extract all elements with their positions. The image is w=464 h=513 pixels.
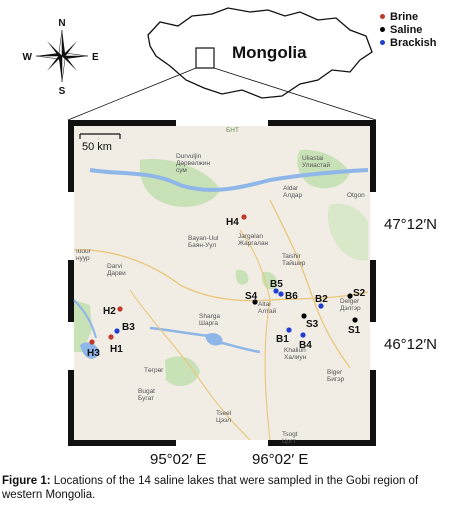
- site-b3-marker: [114, 328, 120, 334]
- site-s3-marker: [301, 313, 307, 319]
- legend-brackish: Brackish: [380, 36, 436, 49]
- compass-n: N: [58, 18, 65, 29]
- legend: Brine Saline Brackish: [380, 10, 436, 49]
- place-label-bnt: БНТ: [226, 127, 239, 134]
- legend-brine: Brine: [380, 10, 436, 23]
- site-b6-label: B6: [285, 291, 298, 302]
- lon-label-right: 96°02′ E: [252, 451, 309, 468]
- site-h2-marker: [117, 306, 123, 312]
- site-markers: H4 S4 B5 B6 B2 S2 S3 S1 B1 B4 H2 B3 H1 H…: [87, 214, 366, 359]
- caption-label: Figure 1:: [2, 475, 51, 487]
- legend-brackish-label: Brackish: [390, 36, 437, 49]
- caption-text: Locations of the 14 saline lakes that we…: [2, 475, 419, 501]
- site-s4-marker: [252, 299, 258, 305]
- legend-saline-dot: [380, 27, 385, 32]
- lat-label-bottom: 46°12′N: [384, 336, 438, 353]
- site-b1-marker: [286, 327, 292, 333]
- site-s4-label: S4: [245, 291, 258, 302]
- compass-w: W: [23, 52, 33, 63]
- scale-bar: 50 km: [79, 133, 121, 153]
- site-h2-label: H2: [103, 306, 116, 317]
- site-h1-marker: [108, 334, 114, 340]
- compass-e: E: [92, 52, 99, 63]
- site-b4-marker: [300, 332, 306, 338]
- site-h4-marker: [241, 214, 247, 220]
- figure-caption: Figure 1: Locations of the 14 saline lak…: [2, 474, 460, 502]
- site-b2-marker: [318, 303, 324, 309]
- site-b5-marker: [273, 288, 279, 294]
- site-b3-label: B3: [122, 322, 135, 333]
- inset-locator-box: [195, 47, 215, 69]
- map-features: [73, 149, 369, 441]
- mongolia-outline: [147, 7, 373, 99]
- country-label: Mongolia: [232, 43, 307, 62]
- site-h4-label: H4: [226, 217, 239, 228]
- legend-brine-label: Brine: [390, 10, 419, 23]
- place-label-tugrug: Төгрөг: [144, 367, 164, 374]
- site-s2-label: S2: [353, 288, 366, 299]
- scale-label: 50 km: [82, 141, 112, 153]
- site-s1-label: S1: [348, 325, 361, 336]
- site-b1-label: B1: [276, 334, 289, 345]
- site-b5-label: B5: [270, 279, 283, 290]
- lon-label-left: 95°02′ E: [150, 451, 207, 468]
- place-label-otgon: Otgon: [347, 192, 365, 199]
- legend-saline-label: Saline: [390, 23, 423, 36]
- site-b4-label: B4: [299, 340, 312, 351]
- legend-saline: Saline: [380, 23, 436, 36]
- legend-brine-dot: [380, 14, 385, 19]
- leader-line-right: [213, 67, 377, 121]
- site-b6-marker: [278, 291, 284, 297]
- site-s1-marker: [352, 317, 358, 323]
- compass-s: S: [59, 86, 66, 97]
- site-h3-marker: [89, 339, 95, 345]
- lat-label-top: 47°12′N: [384, 216, 438, 233]
- site-s3-label: S3: [306, 319, 319, 330]
- site-h1-label: H1: [110, 344, 123, 355]
- site-h3-label: H3: [87, 348, 100, 359]
- legend-brackish-dot: [380, 40, 385, 45]
- compass-rose: N S E W: [23, 18, 99, 97]
- site-b2-label: B2: [315, 294, 328, 305]
- site-s2-marker: [347, 293, 353, 299]
- leader-line-left: [67, 67, 197, 121]
